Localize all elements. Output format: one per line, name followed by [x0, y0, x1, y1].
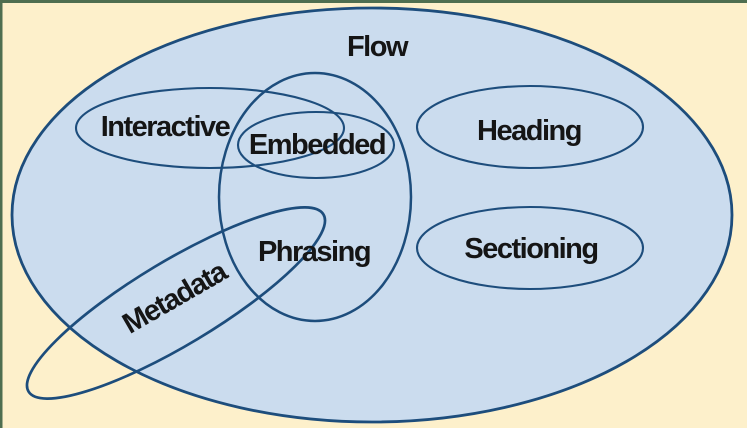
flow-label: Flow: [347, 31, 409, 63]
sectioning-label: Sectioning: [464, 233, 597, 265]
embedded-set-ellipse: [236, 110, 396, 180]
interactive-set-ellipse: [74, 86, 346, 170]
interactive-label: Interactive: [101, 111, 231, 143]
window-border-left: [0, 0, 3, 428]
flow-set-ellipse: [10, 6, 734, 424]
phrasing-label: Phrasing: [258, 236, 370, 268]
heading-set-ellipse: [415, 84, 645, 170]
metadata-set-ellipse: [25, 206, 327, 400]
sectioning-set-ellipse: [415, 205, 645, 291]
phrasing-set-ellipse: [217, 71, 413, 323]
embedded-label: Embedded: [249, 129, 385, 161]
window-border-top: [0, 0, 747, 3]
heading-label: Heading: [477, 115, 581, 147]
